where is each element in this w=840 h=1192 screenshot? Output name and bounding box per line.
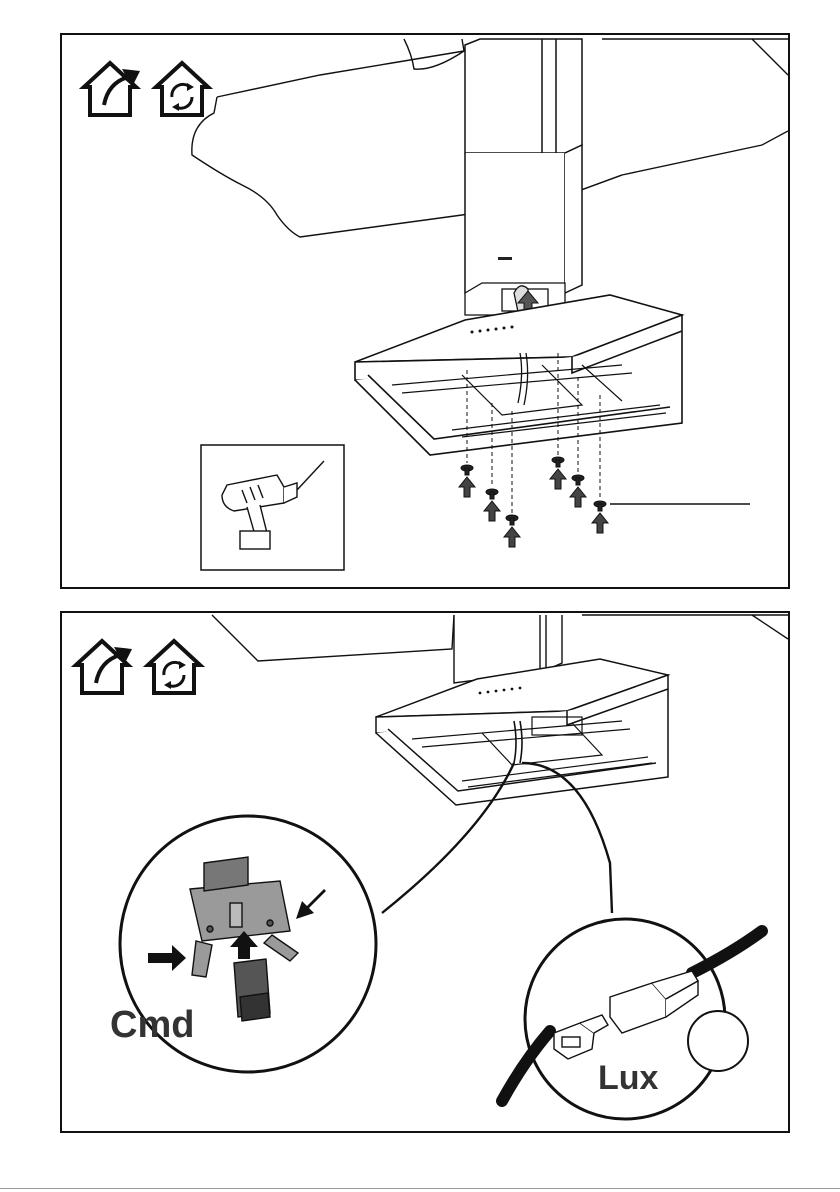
panel-electrical-connection: Cmd Lux <box>60 611 790 1133</box>
ducted-mode-icon <box>84 63 140 115</box>
recirculation-mode-icon <box>148 641 200 693</box>
lux-cable-right <box>692 931 762 973</box>
lux-label: Lux <box>598 1059 659 1097</box>
lux-connector-detail: Lux <box>502 919 762 1119</box>
chimney <box>465 39 582 293</box>
panel-hood-mounting <box>60 33 790 589</box>
hood-canopy <box>355 295 682 455</box>
drill-inset <box>201 445 344 570</box>
electrical-connection-illustration: Cmd Lux <box>62 613 788 1131</box>
ducted-mode-icon <box>76 641 132 693</box>
hood-mounting-illustration <box>62 35 788 587</box>
brand-logo-mark <box>498 257 512 260</box>
cmd-label: Cmd <box>110 1004 194 1046</box>
page-footer-rule <box>0 1188 840 1189</box>
ground-symbol-circle <box>688 1011 748 1071</box>
recirculation-mode-icon <box>156 63 208 115</box>
cmd-connector-detail: Cmd <box>110 816 376 1072</box>
